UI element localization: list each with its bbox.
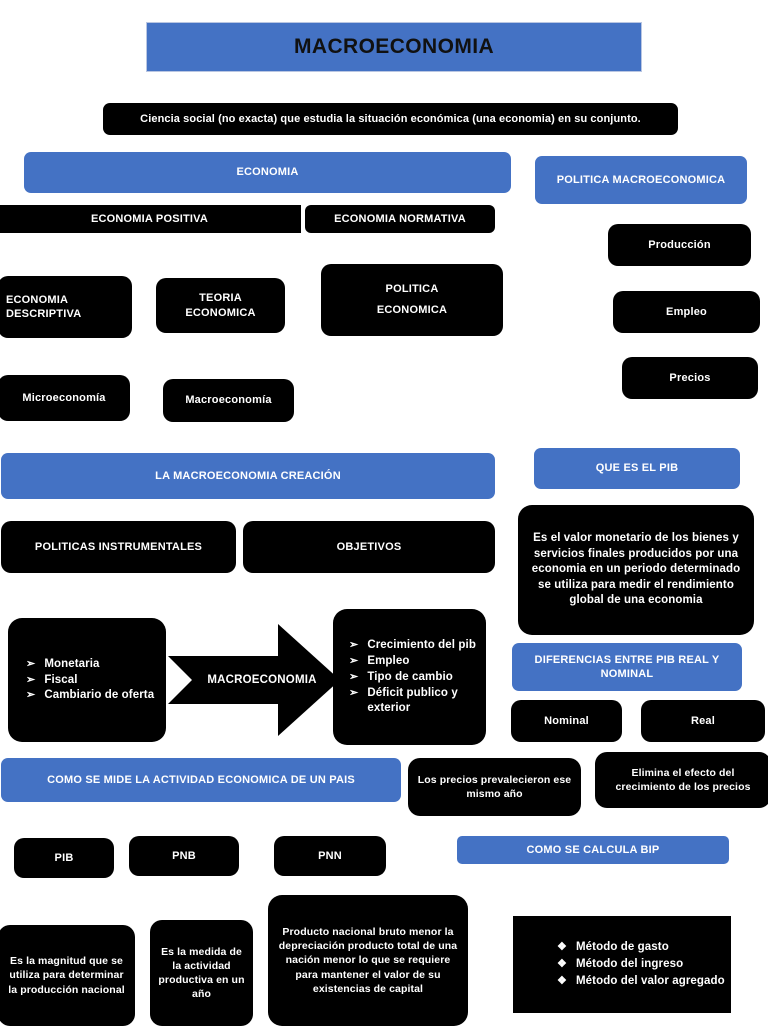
real-box: Real — [641, 700, 765, 742]
como-se-calcula-header: COMO SE CALCULA BIP — [457, 836, 729, 864]
definition-box: Ciencia social (no exacta) que estudia l… — [103, 103, 678, 135]
list-item-label: Empleo — [367, 655, 410, 668]
que-es-el-pib-header: QUE ES EL PIB — [534, 448, 740, 489]
economia-header: ECONOMIA — [24, 152, 511, 193]
list-item: ❖ Método del ingreso — [557, 957, 683, 972]
list-item: ➢ Cambiario de oferta — [26, 688, 154, 703]
macroeconomia-creacion-header: LA MACROECONOMIA CREACIÓN — [1, 453, 495, 499]
pib-box: PIB — [14, 838, 114, 878]
instrumentos-list-box: ➢ Monetaria ➢ Fiscal ➢ Cambiario de ofer… — [8, 618, 166, 742]
list-item-label: Método del valor agregado — [575, 974, 725, 987]
list-item-label: Fiscal — [44, 673, 78, 686]
diamond-bullet-icon: ❖ — [557, 974, 567, 987]
objetivos-box: OBJETIVOS — [243, 521, 495, 573]
objetivos-list-box: ➢ Crecimiento del pib ➢ Empleo ➢ Tipo de… — [333, 609, 486, 745]
list-item: ➢ Crecimiento del pib — [349, 638, 476, 653]
list-item-label: Monetaria — [44, 657, 100, 670]
metodos-list: ❖ Método de gasto ❖ Método del ingreso ❖… — [519, 940, 725, 989]
instrumentos-list: ➢ Monetaria ➢ Fiscal ➢ Cambiario de ofer… — [14, 657, 160, 704]
list-item: ❖ Método de gasto — [557, 940, 669, 955]
teoria-economica-box: TEORIA ECONOMICA — [156, 278, 285, 333]
list-item-label: Déficit publico y exterior — [367, 686, 458, 714]
politica-macroeconomica-header: POLITICA MACROECONOMICA — [535, 156, 747, 204]
economia-descriptiva-box: ECONOMIA DESCRIPTIVA — [0, 276, 132, 338]
pnn-description-box: Producto nacional bruto menor la depreci… — [268, 895, 468, 1026]
arrow-bullet-icon: ➢ — [349, 671, 359, 684]
pnb-description-box: Es la medida de la actividad productiva … — [150, 920, 253, 1026]
diferencias-pib-header: DIFERENCIAS ENTRE PIB REAL Y NOMINAL — [512, 643, 742, 691]
arrow-bullet-icon: ➢ — [26, 657, 36, 670]
diagram-title: MACROECONOMIA — [146, 22, 642, 72]
nominal-description-box: Los precios prevalecieron ese mismo año — [408, 758, 581, 816]
list-item-label: Cambiario de oferta — [44, 689, 155, 702]
pib-definition-box: Es el valor monetario de los bienes y se… — [518, 505, 754, 635]
real-description-box: Elimina el efecto del crecimiento de los… — [595, 752, 768, 808]
economia-positiva-box: ECONOMIA POSITIVA — [0, 205, 301, 233]
macroeconomia-box: Macroeconomía — [163, 379, 294, 422]
arrow-bullet-icon: ➢ — [349, 639, 359, 652]
precios-box: Precios — [622, 357, 758, 399]
empleo-box: Empleo — [613, 291, 760, 333]
politicas-instrumentales-box: POLITICAS INSTRUMENTALES — [1, 521, 236, 573]
objetivos-list: ➢ Crecimiento del pib ➢ Empleo ➢ Tipo de… — [339, 638, 480, 716]
list-item: ➢ Empleo — [349, 654, 409, 669]
arrow-bullet-icon: ➢ — [349, 655, 359, 668]
list-item: ❖ Método del valor agregado — [557, 974, 725, 989]
politica-economica-box: POLITICA ECONOMICA — [321, 264, 503, 336]
list-item-label: Método de gasto — [575, 941, 669, 954]
diamond-bullet-icon: ❖ — [557, 941, 567, 954]
list-item-label: Crecimiento del pib — [367, 639, 476, 652]
list-item: ➢ Tipo de cambio — [349, 670, 453, 685]
list-item: ➢ Monetaria — [26, 657, 100, 672]
macroeconomia-arrow: MACROECONOMIA — [168, 616, 340, 744]
arrow-bullet-icon: ➢ — [26, 689, 36, 702]
list-item: ➢ Fiscal — [26, 673, 78, 688]
pnb-box: PNB — [129, 836, 239, 876]
list-item-label: Método del ingreso — [575, 958, 684, 971]
microeconomia-box: Microeconomía — [0, 375, 130, 421]
arrow-bullet-icon: ➢ — [26, 673, 36, 686]
list-item-label: Tipo de cambio — [367, 671, 453, 684]
como-se-mide-header: COMO SE MIDE LA ACTIVIDAD ECONOMICA DE U… — [1, 758, 401, 802]
metodos-list-box: ❖ Método de gasto ❖ Método del ingreso ❖… — [513, 916, 731, 1013]
list-item: ➢ Déficit publico y exterior — [349, 686, 480, 716]
economia-normativa-box: ECONOMIA NORMATIVA — [305, 205, 495, 233]
pib-description-box: Es la magnitud que se utiliza para deter… — [0, 925, 135, 1026]
right-arrow-icon — [168, 624, 340, 736]
diamond-bullet-icon: ❖ — [557, 958, 567, 971]
pnn-box: PNN — [274, 836, 386, 876]
arrow-bullet-icon: ➢ — [349, 686, 359, 699]
produccion-box: Producción — [608, 224, 751, 266]
nominal-box: Nominal — [511, 700, 622, 742]
